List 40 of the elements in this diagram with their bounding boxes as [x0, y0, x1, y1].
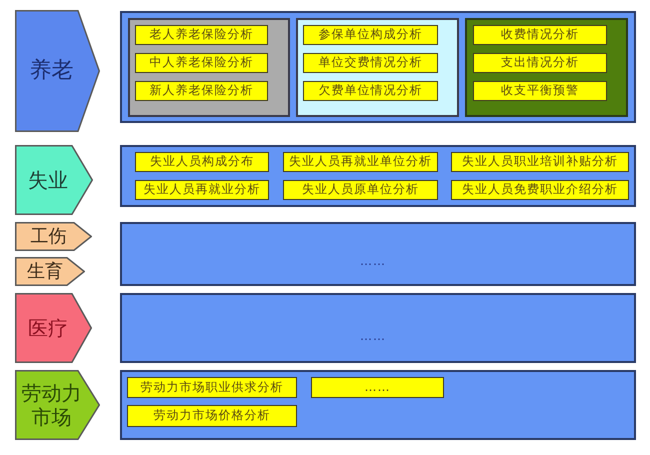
category-tab [15, 293, 92, 363]
analysis-box: 单位交费情况分析 [303, 53, 438, 73]
analysis-box: 失业人员原单位分析 [283, 180, 438, 200]
analysis-box: 劳动力市场职业供求分析 [127, 377, 297, 398]
analysis-box: 老人养老保险分析 [135, 25, 268, 45]
group-panel [296, 18, 459, 117]
category-panel [120, 11, 636, 123]
analysis-box: 欠费单位情况分析 [303, 81, 438, 101]
category-panel [120, 370, 636, 440]
analysis-box: 失业人员职业培训补贴分析 [451, 152, 629, 172]
category-label: 失业 [28, 168, 68, 192]
category-tab [15, 10, 100, 132]
category-tab [15, 145, 93, 215]
analysis-box: 参保单位构成分析 [303, 25, 438, 45]
category-panel [120, 145, 636, 207]
analysis-box: 失业人员免费职业介绍分析 [451, 180, 629, 200]
category-panel [120, 293, 636, 363]
analysis-box: 中人养老保险分析 [135, 53, 268, 73]
category-label: 医疗 [28, 316, 68, 340]
category-panel [120, 222, 636, 286]
analysis-box: 失业人员构成分布 [135, 152, 269, 172]
category-label: 养老 [30, 58, 74, 84]
analysis-box: 支出情况分析 [473, 53, 607, 73]
analysis-box: 收费情况分析 [473, 25, 607, 45]
category-tab [15, 370, 100, 440]
analysis-box: 失业人员再就业分析 [135, 180, 269, 200]
analysis-box: 新人养老保险分析 [135, 81, 268, 101]
category-tab [15, 257, 85, 286]
category-label: 生育 [27, 260, 63, 282]
group-panel [465, 18, 628, 117]
analysis-box: 失业人员再就业单位分析 [283, 152, 438, 172]
placeholder-box: …… [311, 377, 444, 398]
category-tab [15, 222, 92, 251]
group-panel [128, 18, 290, 117]
analysis-box: 劳动力市场价格分析 [127, 405, 297, 427]
ellipsis-text: …… [360, 254, 386, 268]
analysis-box: 收支平衡预警 [473, 81, 607, 101]
category-label: 劳动力市场 [20, 381, 82, 429]
ellipsis-text: …… [360, 329, 386, 343]
category-label: 工伤 [30, 226, 66, 248]
